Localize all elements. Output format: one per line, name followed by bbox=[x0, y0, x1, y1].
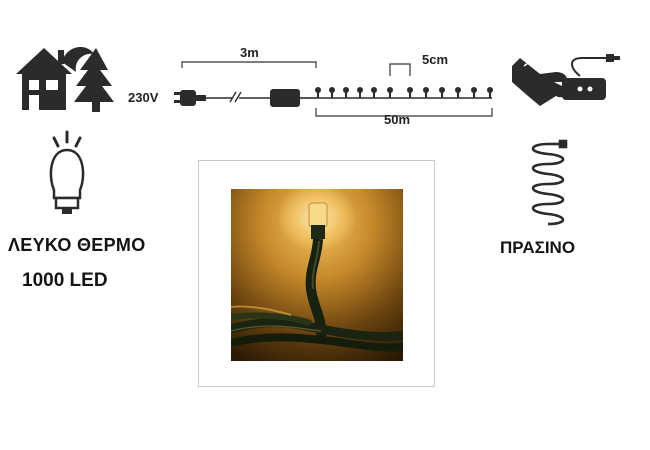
indoor-outdoor-house-tree-icon bbox=[16, 47, 114, 112]
led-bulb-icon bbox=[49, 130, 85, 214]
led-closeup-image bbox=[231, 189, 403, 361]
voltage-label: 230V bbox=[128, 90, 159, 105]
length-total-label: 50m bbox=[384, 112, 411, 127]
product-photo-frame bbox=[198, 160, 435, 387]
cable-color-label: ΠΡΑΣΙΝΟ bbox=[500, 238, 576, 257]
product-photo bbox=[231, 189, 403, 361]
spacing-label: 5cm bbox=[422, 52, 449, 67]
coiled-cable-icon bbox=[531, 139, 568, 226]
length-lead-label: 3m bbox=[240, 45, 259, 60]
led-count-label: 1000 LED bbox=[22, 270, 108, 291]
hand-plug-connector-icon bbox=[512, 54, 620, 106]
wiring-diagram bbox=[174, 61, 493, 117]
light-color-label: ΛΕΥΚΟ ΘΕΡΜΟ bbox=[8, 235, 146, 255]
